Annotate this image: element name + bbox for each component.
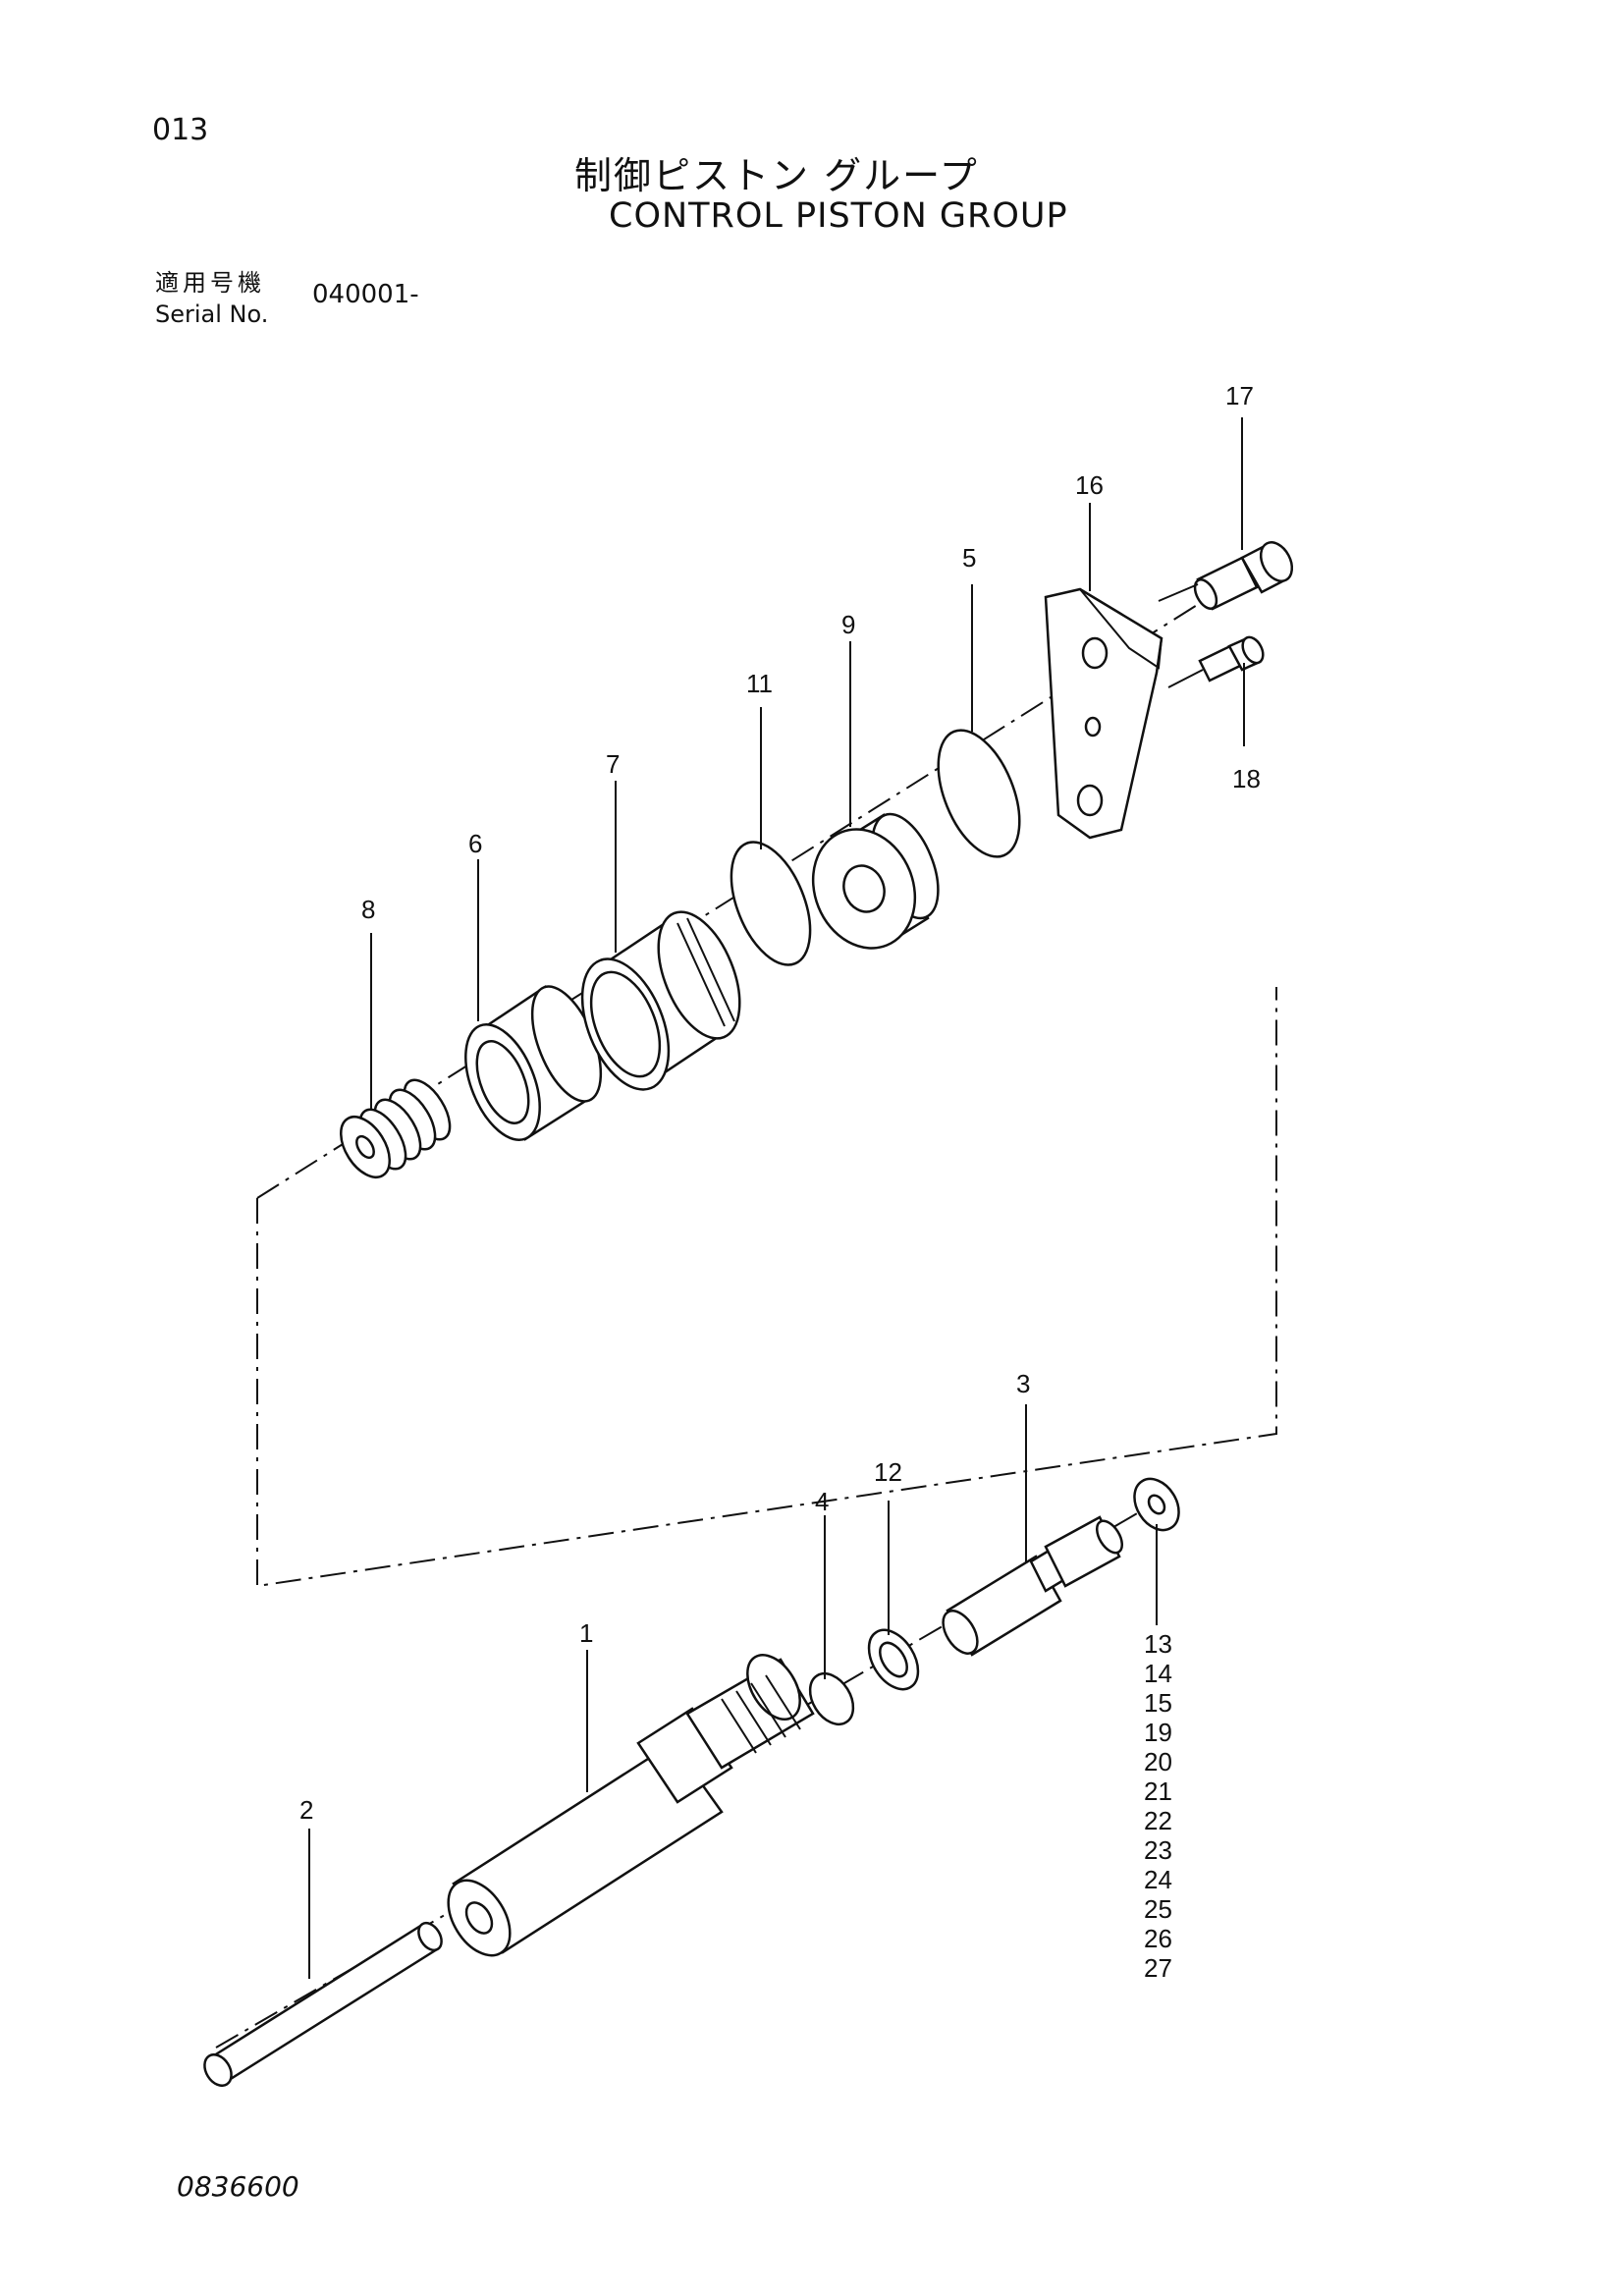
callout-17: 17 [1225,381,1254,410]
part-2-pin [203,1921,443,2088]
drawing-number: 0836600 [177,2170,299,2203]
callout-14: 14 [1144,1659,1172,1688]
callout-11: 11 [746,669,773,698]
callout-19: 19 [1144,1718,1172,1747]
assembly-connection-line [256,987,1277,1588]
callout-21: 21 [1144,1777,1172,1806]
callout-6: 6 [468,829,482,858]
part-3-spool [942,1515,1124,1657]
callout-3: 3 [1016,1369,1030,1398]
part-7-piston-sleeve [580,910,741,1091]
part-4-o-ring [808,1671,855,1726]
part-18-bolt [1198,635,1265,683]
part-13-washer [1133,1477,1180,1532]
part-8-spring [340,1078,452,1178]
callout-9: 9 [841,610,855,639]
part-5-o-ring [937,729,1021,858]
part-11-o-ring [730,841,812,966]
callout-23: 23 [1144,1835,1172,1865]
part-1-sleeve [447,1654,815,1957]
part-6-cylinder [464,985,603,1141]
callout-27: 27 [1144,1953,1172,1983]
part-16-bracket [1044,587,1163,840]
callout-15: 15 [1144,1688,1172,1718]
serial-label: Serial No. [155,301,269,328]
serial-label-japanese: 適用号機 [155,269,265,297]
leader-lines [308,417,1245,1979]
callout-22: 22 [1144,1806,1172,1835]
callout-1: 1 [579,1618,593,1648]
callout-5: 5 [962,543,976,573]
callout-4: 4 [815,1487,829,1516]
callout-13: 13 [1144,1629,1172,1659]
callout-16: 16 [1075,470,1104,500]
callout-7: 7 [606,749,620,779]
callout-20: 20 [1144,1747,1172,1777]
callout-2: 2 [299,1795,313,1825]
page-title: CONTROL PISTON GROUP [609,196,1068,236]
part-17-bolt [1193,541,1294,611]
callout-18: 18 [1232,764,1261,793]
callout-26: 26 [1144,1924,1172,1953]
callout-8: 8 [361,895,375,924]
part-9-piston [811,812,940,950]
serial-number-value: 040001- [312,280,419,309]
page-title-japanese: 制御ピストン グループ [574,154,979,197]
callout-12: 12 [874,1457,902,1487]
page-number: 013 [152,113,209,147]
part-12-ring [867,1628,920,1691]
callout-24: 24 [1144,1865,1172,1894]
callout-25: 25 [1144,1894,1172,1924]
